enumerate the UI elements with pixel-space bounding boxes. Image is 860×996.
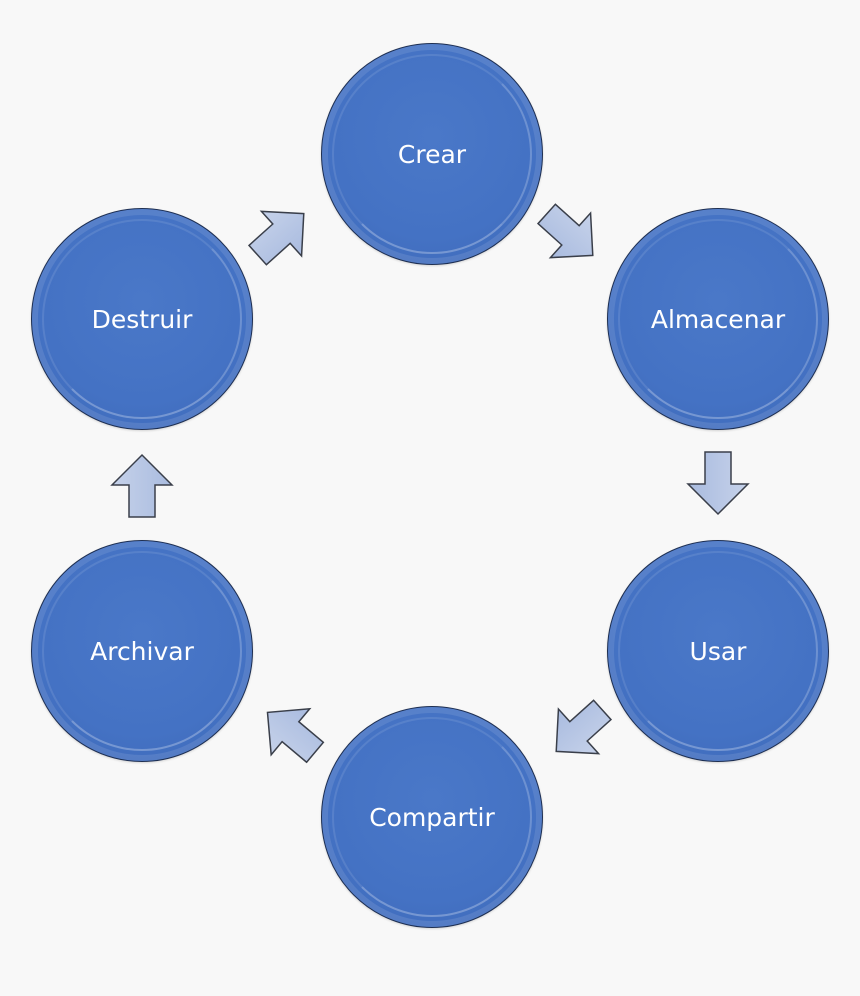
stage-almacenar: Almacenar bbox=[607, 208, 829, 430]
stage-label-usar: Usar bbox=[689, 636, 747, 666]
stage-label-almacenar: Almacenar bbox=[650, 304, 786, 334]
stage-crear: Crear bbox=[321, 43, 543, 265]
stage-compartir: Compartir bbox=[321, 706, 543, 928]
stage-usar: Usar bbox=[607, 540, 829, 762]
arrow-compartir-to-archivar bbox=[247, 688, 336, 777]
stage-label-destruir: Destruir bbox=[91, 304, 193, 334]
stage-label-compartir: Compartir bbox=[369, 802, 495, 832]
arrow-almacenar-to-usar bbox=[687, 451, 749, 515]
stage-label-crear: Crear bbox=[397, 139, 467, 169]
stage-label-archivar: Archivar bbox=[90, 636, 194, 666]
arrow-destruir-to-crear bbox=[236, 190, 325, 279]
stage-destruir: Destruir bbox=[31, 208, 253, 430]
arrow-crear-to-almacenar bbox=[525, 190, 614, 279]
arrow-usar-to-compartir bbox=[535, 686, 624, 775]
arrow-archivar-to-destruir bbox=[111, 454, 173, 518]
stage-archivar: Archivar bbox=[31, 540, 253, 762]
